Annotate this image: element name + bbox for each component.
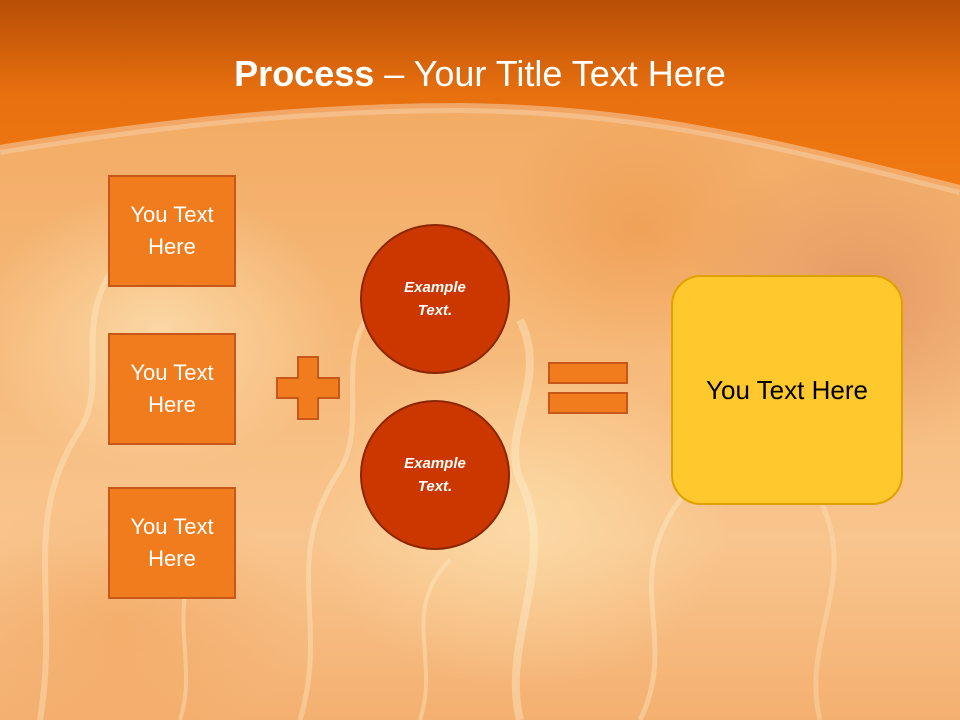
result-text: You Text Here bbox=[706, 374, 868, 405]
title-rest: – Your Title Text Here bbox=[374, 53, 726, 94]
left-box-1-line1: You Text bbox=[130, 202, 214, 227]
left-box-3-line2: Here bbox=[148, 546, 196, 571]
circle-2-line1: Example bbox=[404, 455, 466, 472]
circle-2-line2: Text. bbox=[417, 478, 453, 495]
header-banner bbox=[0, 0, 960, 195]
circle-1-line2: Text. bbox=[417, 302, 453, 319]
left-box-2-line2: Here bbox=[148, 392, 196, 417]
result-box: You Text Here bbox=[671, 275, 903, 505]
left-box-2-line1: You Text bbox=[130, 360, 214, 385]
left-box-1-line2: Here bbox=[148, 234, 196, 259]
equals-icon bbox=[548, 362, 628, 414]
page-title: Process – Your Title Text Here bbox=[0, 52, 960, 96]
title-bold: Process bbox=[234, 53, 375, 94]
circle-1-line1: Example bbox=[404, 279, 466, 296]
plus-icon bbox=[276, 356, 340, 420]
left-box-3-line1: You Text bbox=[130, 514, 214, 539]
